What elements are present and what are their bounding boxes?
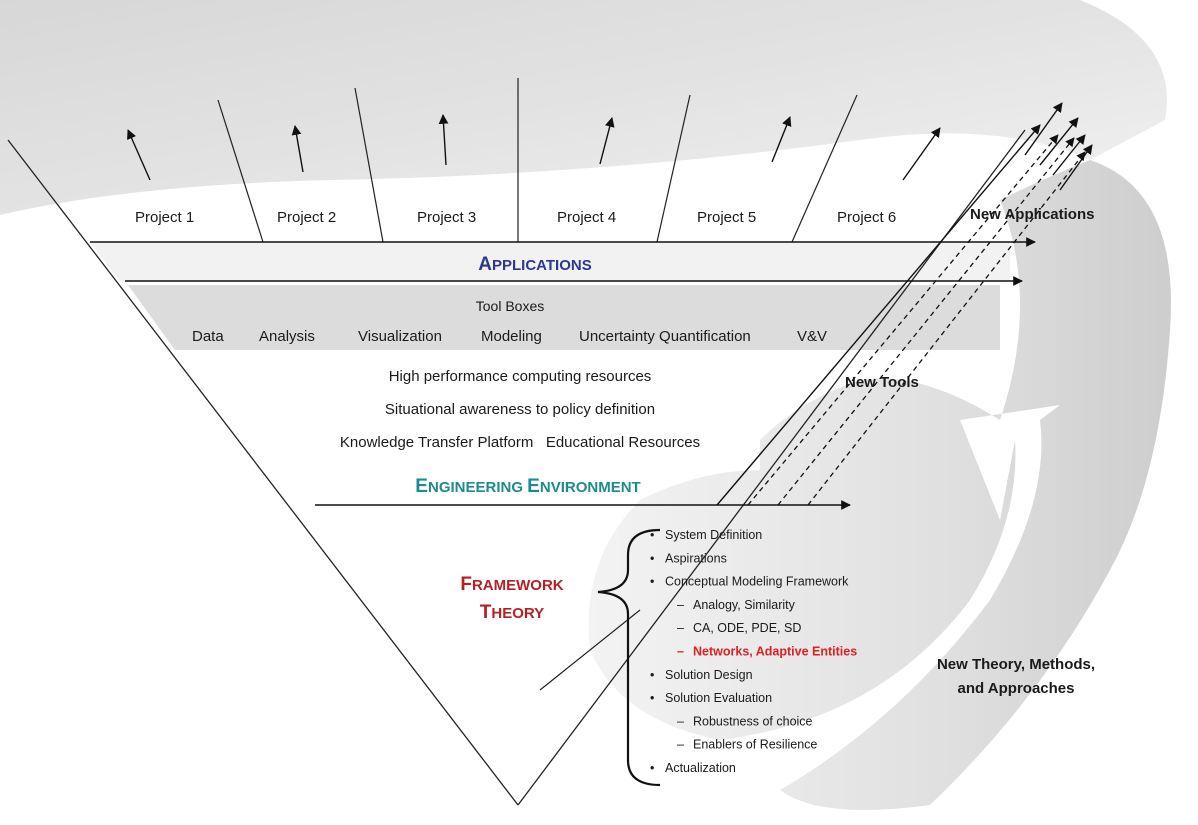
environment-line: Situational awareness to policy definiti… bbox=[385, 401, 655, 418]
framework-list-item: Actualization bbox=[665, 761, 736, 775]
new-theory-label-line1: New Theory, Methods, bbox=[937, 656, 1095, 673]
framework-list-marker: – bbox=[677, 621, 684, 635]
toolbox-item: Uncertainty Quantification bbox=[579, 328, 751, 345]
framework-list: • System Definition • Aspirations • Conceptua… bbox=[650, 528, 857, 775]
toolbox-item: Modeling bbox=[481, 328, 542, 345]
framework-list-marker: • bbox=[650, 668, 654, 682]
framework-connector bbox=[539, 609, 641, 691]
framework-list-marker: • bbox=[650, 761, 654, 775]
framework-brace bbox=[597, 528, 661, 787]
new-theory-label-line2: and Approaches bbox=[958, 680, 1075, 697]
dashed-arrow bbox=[777, 137, 1075, 506]
framework-list-item: System Definition bbox=[665, 528, 762, 542]
framework-list-marker: – bbox=[677, 738, 684, 752]
framework-list-marker: • bbox=[650, 691, 654, 705]
new-applications-arrow bbox=[1024, 102, 1063, 156]
project-divider bbox=[217, 99, 264, 243]
triangle-left-edge bbox=[7, 139, 519, 806]
project-arrow bbox=[438, 114, 449, 166]
project-arrow bbox=[291, 125, 304, 173]
framework-list-item: Solution Evaluation bbox=[665, 691, 772, 705]
project-arrow bbox=[902, 127, 941, 181]
project-arrow bbox=[771, 116, 792, 163]
new-applications-arrow bbox=[1052, 134, 1086, 176]
new-applications-label: New Applications bbox=[970, 206, 1094, 223]
project-labels: Project 1 Project 2 Project 3 Project 4 … bbox=[135, 209, 896, 226]
applications-label: APPLICATIONS bbox=[478, 254, 591, 275]
toolbox-items: Data Analysis Visualization Modeling Unc… bbox=[192, 328, 827, 345]
toolbox-item: V&V bbox=[797, 328, 827, 345]
project-label: Project 2 bbox=[277, 209, 336, 226]
environment-line: High performance computing resources bbox=[389, 368, 652, 385]
environment-diagonal bbox=[716, 124, 1041, 506]
project-label: Project 4 bbox=[557, 209, 616, 226]
toolbox-item: Data bbox=[192, 328, 224, 345]
toolbox-item: Analysis bbox=[259, 328, 315, 345]
framework-list-marker: • bbox=[650, 575, 654, 589]
framework-label-line2: THEORY bbox=[480, 602, 544, 623]
framework-list-item: Networks, Adaptive Entities bbox=[693, 645, 857, 659]
toolbox-band bbox=[128, 285, 1000, 350]
project-label: Project 5 bbox=[697, 209, 756, 226]
toolboxes-title: Tool Boxes bbox=[476, 298, 544, 314]
framework-list-item: Analogy, Similarity bbox=[693, 598, 796, 612]
dashed-arrow bbox=[807, 151, 1086, 506]
framework-list-item: Enablers of Resilience bbox=[693, 738, 817, 752]
project-label: Project 1 bbox=[135, 209, 194, 226]
framework-list-marker: – bbox=[677, 714, 684, 728]
project-label: Project 6 bbox=[837, 209, 896, 226]
framework-list-item: CA, ODE, PDE, SD bbox=[693, 621, 801, 635]
framework-list-item: Robustness of choice bbox=[693, 714, 813, 728]
framework-label-line1: FRAMEWORK bbox=[460, 574, 563, 595]
project-divider bbox=[354, 87, 384, 243]
framework-list-marker: – bbox=[677, 645, 684, 659]
cycle-sweep-arrow bbox=[588, 160, 1171, 810]
project-label: Project 3 bbox=[417, 209, 476, 226]
project-divider bbox=[656, 94, 691, 243]
framework-list-item: Aspirations bbox=[665, 551, 727, 565]
background-arc-band bbox=[0, 0, 1167, 215]
project-divider bbox=[791, 94, 858, 243]
dashed-arrows bbox=[747, 134, 1086, 506]
framework-list-marker: • bbox=[650, 528, 654, 542]
environment-line: Knowledge Transfer Platform Educational … bbox=[340, 434, 700, 451]
new-applications-arrow bbox=[1039, 117, 1079, 166]
new-tools-label: New Tools bbox=[845, 374, 919, 391]
framework-list-marker: • bbox=[650, 551, 654, 565]
toolbox-item: Visualization bbox=[358, 328, 442, 345]
framework-list-item: Solution Design bbox=[665, 668, 753, 682]
engineering-environment-label: ENGINEERING ENVIRONMENT bbox=[415, 476, 640, 497]
applications-band bbox=[90, 242, 1010, 282]
framework-list-marker: – bbox=[677, 598, 684, 612]
new-applications-arrow bbox=[1059, 144, 1093, 191]
framework-list-item: Conceptual Modeling Framework bbox=[665, 575, 849, 589]
project-arrow bbox=[127, 129, 151, 181]
project-arrows bbox=[127, 114, 941, 181]
project-arrow bbox=[599, 117, 615, 165]
